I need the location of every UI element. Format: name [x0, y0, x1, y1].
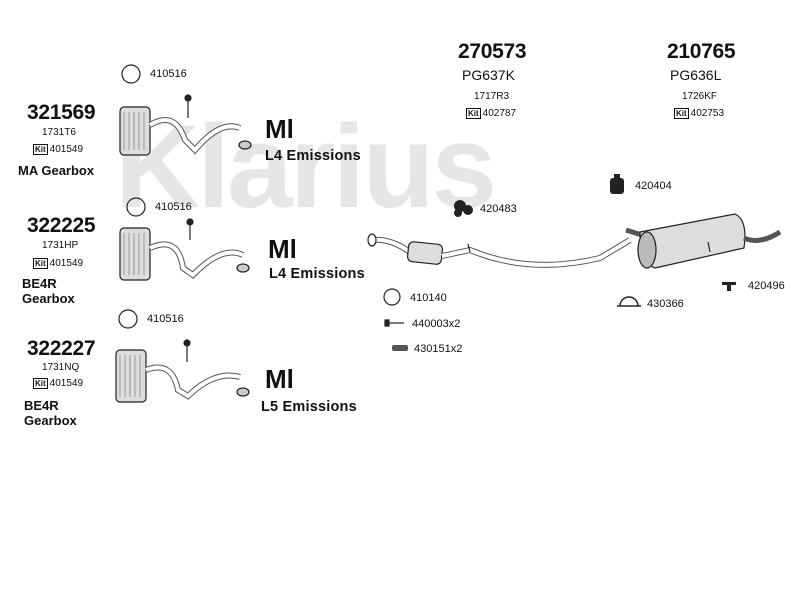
middle-section-pg: PG637K — [462, 67, 515, 83]
kit-label: Kit 401549 — [33, 144, 83, 155]
part-number: 440003x2 — [412, 318, 461, 330]
kit-icon: Kit — [33, 378, 48, 389]
catalyst-sub-code: 1731HP — [42, 240, 79, 251]
kit-number: 402753 — [690, 108, 725, 119]
gearbox-line-2: Gearbox — [22, 291, 75, 306]
ring-icon — [126, 197, 146, 217]
catalyst-code: 322227 — [27, 337, 96, 360]
ring-part-number: 410516 — [155, 201, 192, 213]
ring-part-number: 410516 — [147, 313, 184, 325]
catalytic-converter-1 — [119, 94, 252, 156]
gasket-ring-icon — [383, 288, 401, 306]
rear-section-code: 210765 — [667, 40, 736, 63]
ring-part-number: 410516 — [150, 68, 187, 80]
gearbox-line-1: BE4R — [24, 398, 59, 413]
part-number: 420496 — [748, 280, 785, 292]
catalytic-converter-3 — [115, 339, 250, 403]
emissions-mark-icon: Ml — [265, 364, 294, 394]
kit-label: Kit 401549 — [33, 378, 83, 389]
rear-silencer — [625, 213, 782, 269]
emissions-mark-icon: Ml — [265, 114, 294, 144]
gearbox-label: BE4R Gearbox — [22, 276, 75, 306]
catalyst-code: 322225 — [27, 214, 96, 237]
kit-label: Kit 402787 — [466, 108, 516, 119]
gearbox-line-2: Gearbox — [24, 413, 77, 428]
middle-silencer — [367, 233, 632, 268]
bolt-440003-icon — [384, 319, 404, 327]
emissions-mark-icon: Ml — [268, 234, 297, 264]
clamp-430366-icon — [617, 296, 641, 307]
rubber-hanger-420496-icon — [722, 282, 736, 291]
gearbox-line-1: MA Gearbox — [18, 163, 95, 178]
part-number: 420483 — [480, 203, 517, 215]
part-number: 430366 — [647, 298, 684, 310]
kit-label: Kit 401549 — [33, 258, 83, 269]
catalyst-sub-code: 1731NQ — [42, 362, 80, 373]
middle-section-sub-code: 1717R3 — [474, 91, 510, 102]
kit-number: 401549 — [49, 144, 84, 155]
ring-icon — [121, 64, 141, 84]
ring-icon — [118, 309, 138, 329]
spring-430151-icon — [392, 345, 408, 351]
emissions-label: L4 Emissions — [265, 148, 361, 164]
gearbox-label: MA Gearbox — [18, 163, 94, 178]
kit-number: 402787 — [482, 108, 517, 119]
kit-icon: Kit — [466, 108, 481, 119]
emissions-label: L5 Emissions — [261, 399, 357, 415]
gearbox-line-1: BE4R — [22, 276, 57, 291]
kit-icon: Kit — [33, 258, 48, 269]
kit-icon: Kit — [674, 108, 689, 119]
rear-section-sub-code: 1726KF — [682, 91, 718, 102]
middle-section-code: 270573 — [458, 40, 527, 63]
part-number: 420404 — [635, 180, 672, 192]
part-number: 430151x2 — [414, 343, 463, 355]
kit-number: 401549 — [49, 258, 84, 269]
rubber-mount-420404-icon — [610, 174, 624, 194]
gearbox-label: BE4R Gearbox — [24, 398, 77, 428]
kit-label: Kit 402753 — [674, 108, 724, 119]
catalytic-converter-2 — [119, 218, 250, 281]
catalyst-sub-code: 1731T6 — [42, 127, 76, 138]
kit-icon: Kit — [33, 144, 48, 155]
emissions-label: L4 Emissions — [269, 266, 365, 282]
catalyst-code: 321569 — [27, 101, 96, 124]
kit-number: 401549 — [49, 378, 84, 389]
part-number: 410140 — [410, 292, 447, 304]
rear-section-pg: PG636L — [670, 67, 722, 83]
rubber-mount-420483-icon — [454, 200, 473, 217]
